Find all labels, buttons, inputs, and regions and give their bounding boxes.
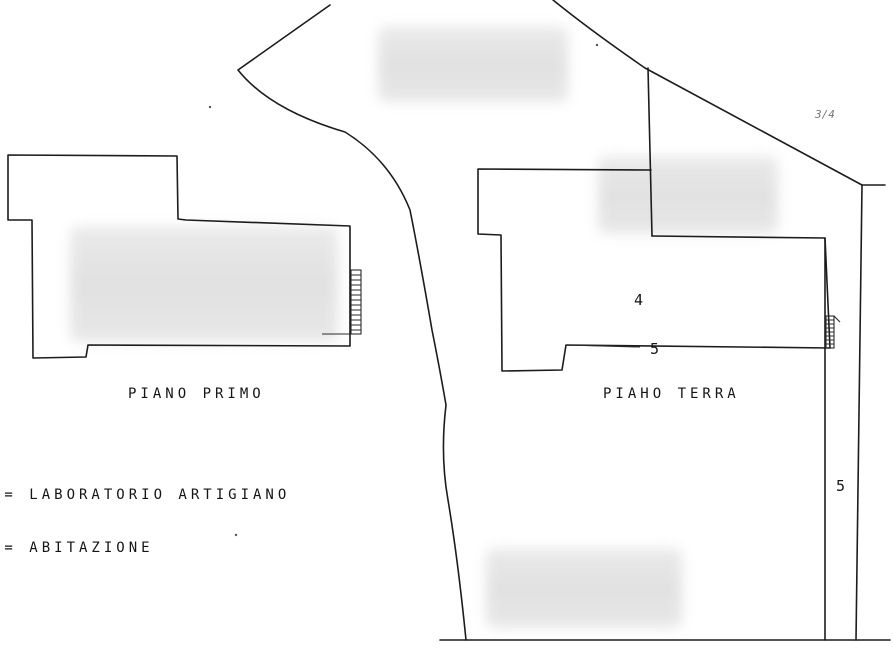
first-floor-outline <box>7 154 351 359</box>
lot-boundary-right <box>855 184 863 641</box>
lot-divider <box>647 67 653 237</box>
first-floor-label: PIANO PRIMO <box>128 386 265 402</box>
speck <box>595 43 599 47</box>
redacted-area-ground-top <box>598 156 778 234</box>
redacted-area-first-floor <box>70 226 338 342</box>
room-number-4: 4 <box>634 291 643 309</box>
first-floor-stair <box>322 269 362 335</box>
redacted-area-top <box>378 26 568 102</box>
ground-floor-division <box>565 344 641 348</box>
redacted-area-bottom <box>486 548 682 628</box>
lot-boundary-top-right <box>552 0 886 186</box>
strip-number-5: 5 <box>836 477 845 495</box>
speck <box>234 533 238 537</box>
legend-item-abitazione: 5= ABITAZIONE <box>0 540 154 556</box>
legend-item-laboratorio: 4= LABORATORIO ARTIGIANO <box>0 487 290 503</box>
ground-floor-label: PIAHO TERRA <box>603 386 740 402</box>
lot-boundary-left <box>237 4 467 641</box>
page-marker: 3/4 <box>814 108 835 121</box>
ground-floor-outline <box>477 168 831 372</box>
speck <box>208 105 212 109</box>
room-number-5: 5 <box>650 340 659 358</box>
ground-floor-stair <box>825 315 841 349</box>
